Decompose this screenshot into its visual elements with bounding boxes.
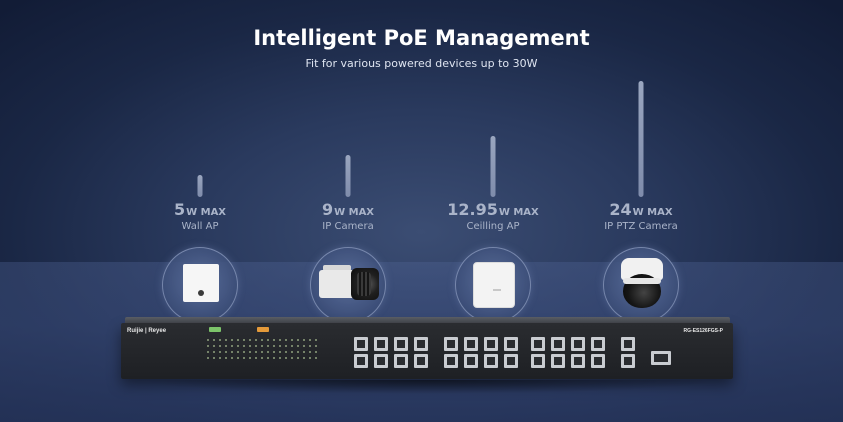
ethernet-port[interactable] bbox=[571, 337, 585, 351]
power-bar-ip-camera bbox=[345, 155, 351, 197]
spec-unit: W MAX bbox=[632, 207, 673, 218]
uplink-port[interactable] bbox=[621, 354, 635, 368]
ethernet-port[interactable] bbox=[354, 337, 368, 351]
ethernet-port[interactable] bbox=[414, 354, 428, 368]
ethernet-port[interactable] bbox=[374, 337, 388, 351]
spec-value: 9 bbox=[321, 200, 334, 219]
switch-top-edge bbox=[125, 317, 730, 326]
switch-model-label: RG-ES126FGS-P bbox=[683, 328, 723, 334]
ethernet-port[interactable] bbox=[444, 354, 458, 368]
spec-ptz-camera: 24W MAX IP PTZ Camera bbox=[604, 200, 678, 232]
ethernet-port[interactable] bbox=[591, 354, 605, 368]
poe-switch: Ruijie | Reyee RG-ES126FGS-P bbox=[121, 323, 733, 379]
ethernet-port[interactable] bbox=[464, 337, 478, 351]
ethernet-port[interactable] bbox=[484, 354, 498, 368]
camera-lens-ring bbox=[357, 272, 371, 296]
device-circle-wall-ap bbox=[162, 247, 238, 323]
ptz-camera-mount bbox=[621, 258, 663, 280]
spec-device-name: IP Camera bbox=[322, 221, 374, 232]
switch-shadow bbox=[135, 380, 720, 394]
ethernet-port[interactable] bbox=[531, 337, 545, 351]
console-port[interactable] bbox=[651, 351, 671, 365]
ip-camera-image bbox=[319, 270, 355, 298]
device-circle-ceiling-ap bbox=[455, 247, 531, 323]
spec-ceiling-ap: 12.95W MAX Ceilling AP bbox=[447, 200, 539, 232]
ethernet-port[interactable] bbox=[444, 337, 458, 351]
spec-wall-ap: 5W MAX Wall AP bbox=[174, 200, 226, 232]
ethernet-port[interactable] bbox=[414, 337, 428, 351]
ethernet-port[interactable] bbox=[551, 354, 565, 368]
power-bar-wall-ap bbox=[197, 175, 203, 197]
uplink-port[interactable] bbox=[621, 337, 635, 351]
ethernet-port[interactable] bbox=[394, 354, 408, 368]
ceiling-ap-image bbox=[473, 262, 515, 308]
ethernet-port[interactable] bbox=[531, 354, 545, 368]
page-subtitle: Fit for various powered devices up to 30… bbox=[305, 57, 538, 70]
ethernet-port[interactable] bbox=[464, 354, 478, 368]
ethernet-port[interactable] bbox=[571, 354, 585, 368]
ethernet-port[interactable] bbox=[591, 337, 605, 351]
spec-value: 5 bbox=[173, 200, 186, 219]
spec-unit: W MAX bbox=[186, 207, 227, 218]
camera-housing-top bbox=[323, 265, 351, 271]
ethernet-port[interactable] bbox=[484, 337, 498, 351]
spec-device-name: Ceilling AP bbox=[466, 221, 520, 232]
spec-ip-camera: 9W MAX IP Camera bbox=[322, 200, 374, 232]
ethernet-port[interactable] bbox=[354, 354, 368, 368]
ethernet-port[interactable] bbox=[551, 337, 565, 351]
device-circle-ip-camera bbox=[310, 247, 386, 323]
ethernet-port[interactable] bbox=[504, 354, 518, 368]
switch-brand-logo: Ruijie | Reyee bbox=[127, 328, 167, 334]
spec-device-name: Wall AP bbox=[181, 221, 219, 232]
ethernet-port[interactable] bbox=[374, 354, 388, 368]
led-tag-orange bbox=[257, 327, 269, 332]
power-bar-ptz-camera bbox=[638, 81, 644, 197]
led-panel bbox=[205, 327, 337, 363]
device-circle-ptz-camera bbox=[603, 247, 679, 323]
spec-value: 24 bbox=[609, 200, 632, 219]
ethernet-port[interactable] bbox=[504, 337, 518, 351]
spec-value: 12.95 bbox=[447, 200, 498, 219]
spec-device-name: IP PTZ Camera bbox=[604, 221, 678, 232]
status-leds bbox=[205, 337, 321, 361]
page-title: Intelligent PoE Management bbox=[253, 26, 590, 50]
power-bar-ceiling-ap bbox=[490, 135, 496, 197]
spec-unit: W MAX bbox=[498, 207, 539, 218]
ethernet-port[interactable] bbox=[394, 337, 408, 351]
wall-ap-image bbox=[183, 264, 219, 302]
led-tag-green bbox=[209, 327, 221, 332]
ptz-camera-ring bbox=[623, 278, 661, 284]
spec-unit: W MAX bbox=[334, 207, 375, 218]
